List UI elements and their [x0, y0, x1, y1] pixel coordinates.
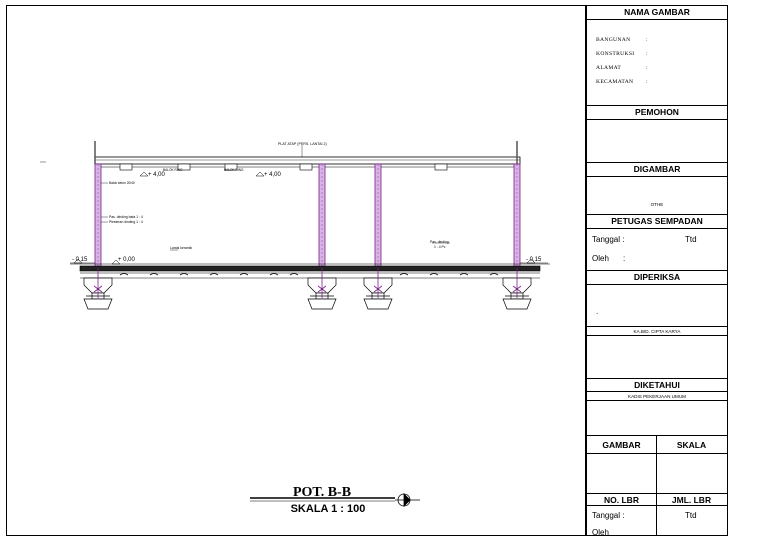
foundation-rebar	[93, 268, 522, 298]
ring-beam-label-left: BALOK RING	[163, 168, 183, 172]
diperiksa-cell: .	[587, 285, 727, 327]
foundations	[83, 277, 532, 310]
title-block: NAMA GAMBAR BANGUNAN : KONSTRUKSI : ALAM…	[586, 5, 728, 537]
roof-label: PLAT ATAP (PERS. LANTAI 2)	[278, 142, 327, 146]
oleh-label: Oleh	[592, 254, 609, 263]
diketahui-header: DIKETAHUI	[587, 379, 727, 392]
drafter-name: OTHE	[650, 202, 664, 207]
petugas-cell: Tanggal : Ttd Oleh :	[587, 229, 727, 271]
section-title-group: POT. B-B SKALA 1 : 100	[250, 485, 420, 515]
columns	[94, 163, 521, 269]
tanggal-label-2: Tanggal :	[592, 511, 625, 520]
digambar-header: DIGAMBAR	[587, 163, 727, 177]
digambar-cell: OTHE	[587, 177, 727, 215]
jml-lbr-header: JML. LBR	[671, 495, 712, 505]
gambar-skala-cell	[587, 454, 727, 494]
gambar-divider	[656, 436, 657, 536]
diperiksa-header: DIPERIKSA	[587, 271, 727, 285]
section-title: POT. B-B	[293, 485, 351, 500]
elevation-015-right: - 0,15	[526, 257, 542, 263]
skala-header: SKALA	[676, 440, 707, 450]
petugas-header: PETUGAS SEMPADAN	[587, 215, 727, 229]
kabid-cell	[587, 336, 727, 379]
elevation-markers	[70, 171, 548, 265]
scale-label: SKALA 1 : 100	[291, 503, 366, 515]
leader-lines	[101, 145, 450, 251]
wall-note-2: 1 : 4 Pc	[434, 245, 446, 249]
elevation-015-left: - 0,15	[72, 257, 88, 263]
brick-wall-note: Pas. dinding bata 1 : 4	[109, 215, 143, 219]
elevation-4-left: + 4,00	[148, 172, 166, 178]
field-alamat: ALAMAT	[596, 65, 622, 71]
ring-beams	[119, 163, 448, 171]
plaster-note: Plesteran dinding 1 : 4	[109, 220, 143, 224]
field-kecamatan: KECAMATAN	[596, 79, 634, 85]
nama-gambar-header: NAMA GAMBAR	[587, 6, 727, 20]
kabid-label: KA.BID. CIPTA KARYA	[587, 327, 727, 336]
floor-slab	[70, 263, 550, 279]
ttd-label-2: Ttd	[685, 511, 697, 520]
field-bangunan: BANGUNAN	[596, 37, 631, 43]
section-drawing: PLAT ATAP (PERS. LANTAI 2) + 4,00 + 4,00…	[40, 141, 550, 515]
ttd-label: Ttd	[685, 235, 697, 244]
wall-note: Pas. dinding	[430, 240, 449, 244]
pemohon-cell	[587, 120, 727, 163]
project-info-cell: BANGUNAN : KONSTRUKSI : ALAMAT : KECAMAT…	[587, 20, 727, 106]
pemohon-header: PEMOHON	[587, 106, 727, 120]
kadis-label: KADIS PEKERJAAN UMUM	[587, 392, 727, 401]
north-arrow-icon	[395, 493, 420, 507]
kadis-cell	[587, 401, 727, 436]
lbr-row: NO. LBR JML. LBR	[587, 494, 727, 506]
oleh-label-2: Oleh	[592, 528, 609, 537]
ring-beam-label-right: BALOK RING	[224, 168, 244, 172]
floor-note: Lantai keramik	[170, 246, 192, 250]
elevation-4-right: + 4,00	[264, 172, 282, 178]
elevation-0: + 0,00	[118, 257, 136, 263]
field-konstruksi: KONSTRUKSI	[596, 51, 635, 57]
beam-note: Balok beton 20/40	[109, 181, 135, 185]
drawing-frame	[6, 5, 586, 536]
gambar-header: GAMBAR	[602, 440, 641, 450]
gambar-skala-row: GAMBAR SKALA	[587, 436, 727, 454]
tanggal-label: Tanggal :	[592, 235, 625, 244]
no-lbr-header: NO. LBR	[604, 495, 639, 505]
